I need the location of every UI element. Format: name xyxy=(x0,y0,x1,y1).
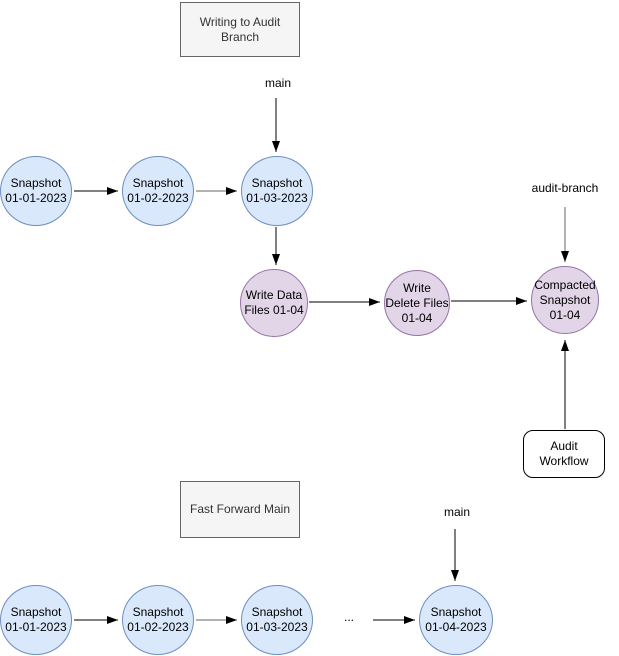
snapshot-node-label: Snapshot 01-01-2023 xyxy=(5,605,67,634)
snapshot-node-label: Snapshot 01-03-2023 xyxy=(246,605,308,634)
snapshot-node-label: Snapshot 01-01-2023 xyxy=(5,176,67,205)
audit-workflow-box: Audit Workflow xyxy=(523,430,605,478)
ff-snapshot-node-01-03-2023: Snapshot 01-03-2023 xyxy=(241,585,313,655)
compacted-snapshot-node: Compacted Snapshot 01-04 xyxy=(531,266,599,334)
snapshot-node-01-03-2023: Snapshot 01-03-2023 xyxy=(241,156,313,226)
snapshot-node-label: Snapshot 01-03-2023 xyxy=(246,176,308,205)
ellipsis-label: ... xyxy=(343,610,354,624)
writing-section-title-box: Writing to Audit Branch xyxy=(180,2,300,57)
write-delete-files-label: Write Delete Files 01-04 xyxy=(385,280,449,325)
snapshot-node-01-02-2023: Snapshot 01-02-2023 xyxy=(122,156,194,226)
snapshot-node-01-01-2023: Snapshot 01-01-2023 xyxy=(0,156,72,226)
snapshot-node-label: Snapshot 01-02-2023 xyxy=(127,605,189,634)
writing-section-title: Writing to Audit Branch xyxy=(199,14,281,44)
write-delete-files-node: Write Delete Files 01-04 xyxy=(384,270,450,336)
compacted-snapshot-label: Compacted Snapshot 01-04 xyxy=(534,277,596,322)
fast-forward-section-title: Fast Forward Main xyxy=(189,502,291,516)
snapshot-node-label: Snapshot 01-04-2023 xyxy=(425,605,487,634)
ff-snapshot-node-01-01-2023: Snapshot 01-01-2023 xyxy=(0,585,72,655)
audit-branch-label: audit-branch xyxy=(531,181,599,195)
main-branch-label-fastforward: main xyxy=(443,505,470,519)
snapshot-node-label: Snapshot 01-02-2023 xyxy=(127,176,189,205)
write-data-files-node: Write Data Files 01-04 xyxy=(240,269,308,337)
ff-snapshot-node-01-02-2023: Snapshot 01-02-2023 xyxy=(122,585,194,655)
fast-forward-section-title-box: Fast Forward Main xyxy=(180,481,300,538)
main-branch-label-writing: main xyxy=(264,76,291,90)
ff-snapshot-node-01-04-2023: Snapshot 01-04-2023 xyxy=(419,585,493,655)
audit-workflow-label: Audit Workflow xyxy=(539,439,589,468)
write-data-files-label: Write Data Files 01-04 xyxy=(244,288,304,317)
